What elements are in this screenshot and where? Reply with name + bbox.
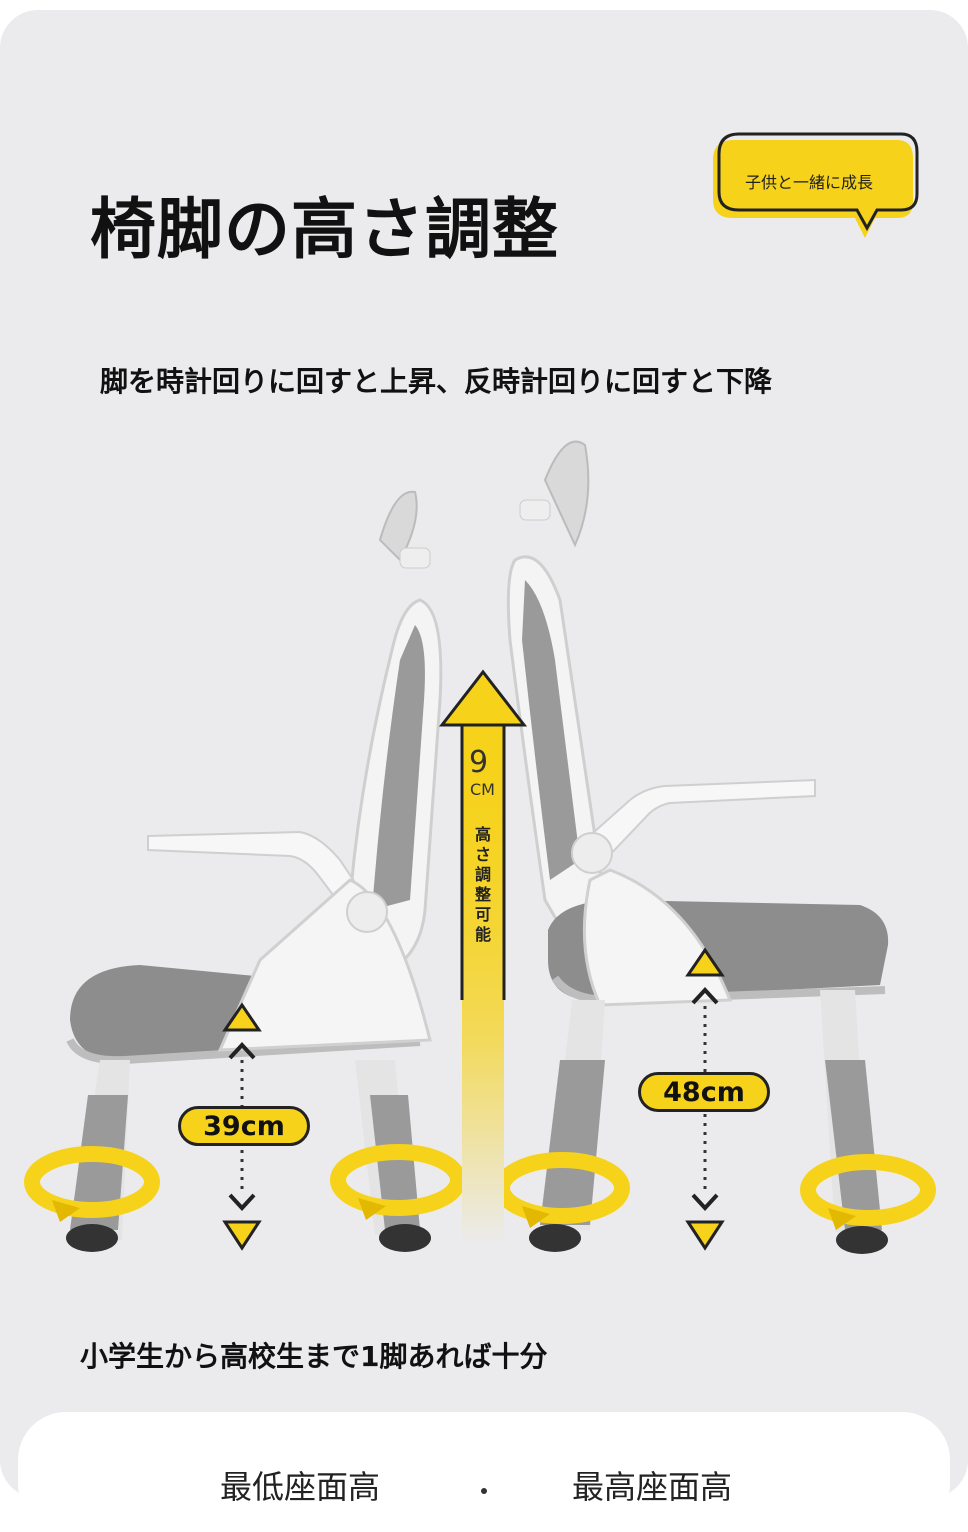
height-range-number: 9 (469, 745, 489, 780)
adjust-instruction: 脚を時計回りに回すと上昇、反時計回りに回すと下降 (100, 365, 773, 398)
separator-dot (481, 1488, 487, 1494)
height-arrow (438, 669, 528, 1245)
page-title: 椅脚の高さ調整 (90, 191, 559, 268)
min-seat-height-label: 最低座面高 (220, 1468, 381, 1506)
badge-label: 子供と一緒に成長 (745, 173, 874, 192)
low-height-label: 39cm (178, 1106, 310, 1146)
right-chair (506, 440, 889, 1254)
high-height-label: 48cm (638, 1072, 770, 1112)
spec-card (18, 1412, 950, 1532)
height-range-label: 高さ調整可能 (474, 825, 491, 944)
tagline: 小学生から高校生まで1脚あれば十分 (80, 1340, 548, 1373)
high-height-marker (685, 947, 725, 1251)
chair-illustration (24, 440, 936, 1254)
max-seat-height-label: 最高座面高 (572, 1468, 733, 1506)
height-range-unit: CM (470, 780, 495, 799)
speech-bubble-badge (713, 132, 919, 238)
